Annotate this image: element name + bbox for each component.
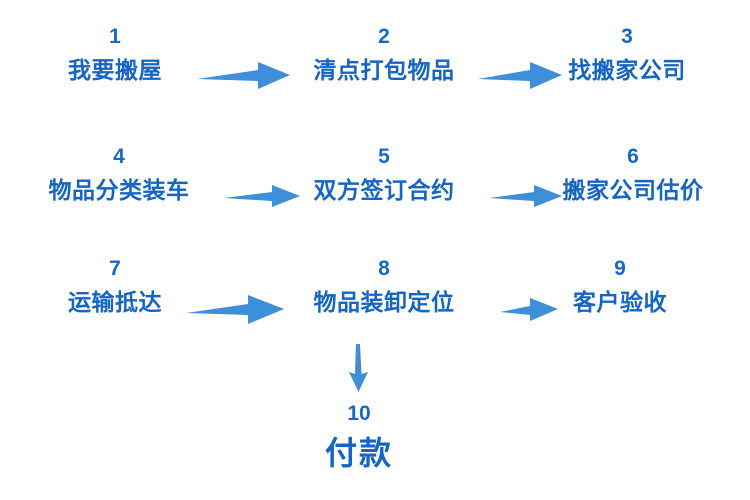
arrow-5-to-6-icon bbox=[489, 185, 562, 207]
flow-step-5[interactable]: 5 双方签订合约 bbox=[314, 146, 455, 202]
flow-step-7-number: 7 bbox=[109, 257, 121, 280]
flow-step-3-number: 3 bbox=[621, 25, 633, 48]
flow-step-3-label: 找搬家公司 bbox=[568, 57, 686, 83]
arrow-4-to-5-icon bbox=[224, 185, 300, 207]
arrow-8-to-9-icon bbox=[500, 298, 558, 321]
arrow-7-to-8-icon bbox=[186, 295, 284, 324]
arrow-1-to-2-icon bbox=[197, 62, 290, 89]
flow-step-7-label: 运输抵达 bbox=[68, 289, 162, 315]
flow-step-1-number: 1 bbox=[109, 25, 121, 48]
flow-step-2-number: 2 bbox=[378, 25, 390, 48]
flow-step-9-label: 客户验收 bbox=[573, 289, 667, 315]
flow-step-10-label: 付款 bbox=[324, 435, 394, 471]
flow-step-1-label: 我要搬屋 bbox=[68, 57, 162, 83]
arrow-2-to-3-icon bbox=[478, 62, 562, 89]
flow-step-4[interactable]: 4 物品分类装车 bbox=[49, 146, 190, 202]
flow-step-9-number: 9 bbox=[614, 257, 626, 280]
flow-step-10[interactable]: 10 付款 bbox=[325, 403, 393, 471]
flow-step-8-number: 8 bbox=[378, 257, 390, 280]
flow-step-9[interactable]: 9 客户验收 bbox=[573, 258, 667, 314]
flow-step-7[interactable]: 7 运输抵达 bbox=[68, 258, 162, 314]
flow-step-4-label: 物品分类装车 bbox=[48, 177, 190, 203]
flow-step-1[interactable]: 1 我要搬屋 bbox=[68, 26, 162, 82]
flow-step-4-number: 4 bbox=[113, 145, 125, 168]
flow-step-8[interactable]: 8 物品装卸定位 bbox=[314, 258, 455, 314]
flow-step-6[interactable]: 6 搬家公司估价 bbox=[563, 146, 704, 202]
flow-step-8-label: 物品装卸定位 bbox=[313, 289, 455, 315]
flow-step-5-label: 双方签订合约 bbox=[313, 177, 455, 203]
flow-step-2[interactable]: 2 清点打包物品 bbox=[314, 26, 455, 82]
flow-step-10-number: 10 bbox=[347, 402, 371, 425]
arrow-8-to-10-icon bbox=[349, 344, 368, 392]
flow-step-6-label: 搬家公司估价 bbox=[562, 177, 704, 203]
flow-step-6-number: 6 bbox=[627, 145, 639, 168]
flow-step-5-number: 5 bbox=[378, 145, 390, 168]
flow-step-3[interactable]: 3 找搬家公司 bbox=[568, 26, 686, 82]
flow-step-2-label: 清点打包物品 bbox=[313, 57, 455, 83]
